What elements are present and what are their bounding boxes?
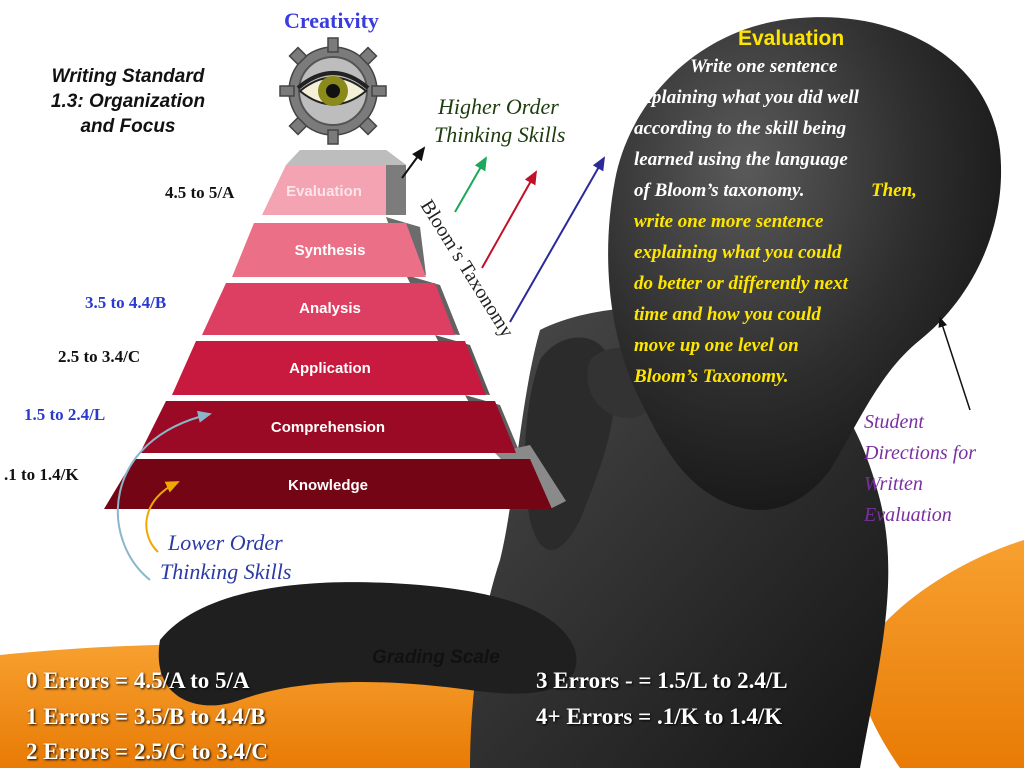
level-label-synthesis: Synthesis — [295, 242, 366, 259]
creativity-label: Creativity — [284, 8, 379, 33]
figure-head — [608, 17, 1002, 510]
pyramid-level-analysis — [202, 283, 455, 335]
creativity-eye-icon — [279, 37, 387, 145]
evaluation-line-5: of Bloom’s taxonomy. — [634, 180, 805, 201]
evaluation-line-10: move up one level on — [634, 335, 799, 356]
pyramid-cap — [286, 150, 406, 165]
figure-forearm — [158, 582, 577, 706]
level-label-comprehension: Comprehension — [271, 419, 385, 436]
writing-standard-line1: Writing Standard — [51, 66, 205, 87]
evaluation-line-6: write one more sentence — [634, 211, 824, 232]
pyramid-level-application — [172, 341, 486, 395]
evaluation-heading: Evaluation — [738, 27, 845, 50]
evaluation-line-4: learned using the language — [634, 149, 848, 170]
level-label-analysis: Analysis — [299, 300, 361, 317]
evaluation-line-then: Then, — [871, 180, 917, 201]
evaluation-line-8: do better or differently next — [634, 273, 848, 294]
evaluation-line-7: explaining what you could — [634, 242, 842, 263]
pyramid-level-evaluation — [262, 165, 386, 215]
grade-label-c: 2.5 to 3.4/C — [58, 347, 141, 366]
grade-label-a: 4.5 to 5/A — [165, 183, 235, 202]
grading-scale-item-2: 2 Errors = 2.5/C to 3.4/C — [26, 739, 269, 764]
higher-order-line2: Thinking Skills — [434, 122, 566, 147]
pyramid-level-comprehension — [140, 401, 516, 453]
pyramid-level-knowledge — [104, 459, 552, 509]
taxonomy-label-container: Bloom’s Taxonomy — [416, 196, 518, 341]
evaluation-line-11: Bloom’s Taxonomy. — [634, 366, 789, 387]
grading-scale-item-3: 3 Errors - = 1.5/L to 2.4/L — [536, 668, 788, 693]
grade-label-k: .1 to 1.4/K — [4, 465, 79, 484]
lower-order-line1: Lower Order — [168, 530, 283, 555]
student-directions-line3: Written — [864, 473, 923, 495]
grade-label-b: 3.5 to 4.4/B — [85, 293, 167, 312]
arrow-green — [454, 156, 487, 213]
level-label-knowledge: Knowledge — [288, 477, 368, 494]
writing-standard-line2: 1.3: Organization — [50, 91, 206, 112]
blooms-pyramid: Evaluation Synthesis Analysis Applicatio… — [104, 150, 566, 509]
grade-label-l: 1.5 to 2.4/L — [24, 405, 106, 424]
grading-scale-item-1: 1 Errors = 3.5/B to 4.4/B — [26, 704, 266, 729]
grading-scale-item-0: 0 Errors = 4.5/A to 5/A — [26, 668, 250, 693]
higher-order-line1: Higher Order — [438, 94, 559, 119]
student-directions-line4: Evaluation — [864, 504, 952, 526]
writing-standard-line3: and Focus — [80, 116, 176, 137]
grading-scale-title: Grading Scale — [372, 647, 500, 668]
pyramid-side-1 — [386, 150, 406, 215]
arrow-lightblue-curve — [116, 410, 212, 581]
arrow-yellow-curve — [145, 481, 180, 553]
evaluation-line-9: time and how you could — [634, 304, 821, 325]
level-label-application: Application — [289, 360, 371, 377]
lower-order-line2: Thinking Skills — [160, 559, 292, 584]
evaluation-line-1: Write one sentence — [690, 56, 838, 77]
student-directions-line2: Directions for — [864, 442, 977, 464]
pyramid-level-synthesis — [232, 223, 426, 277]
evaluation-line-3: according to the skill being — [634, 118, 847, 139]
grading-scale-item-4: 4+ Errors = .1/K to 1.4/K — [536, 704, 783, 729]
arrow-black — [401, 146, 426, 179]
student-directions-line1: Student — [864, 411, 924, 433]
arrow-red — [481, 170, 537, 269]
arrow-blue — [509, 156, 605, 323]
orange-ribbon-right — [860, 540, 1024, 768]
evaluation-line-2: explaining what you did well — [634, 87, 859, 108]
arrow-directions — [938, 316, 971, 411]
level-label-evaluation: Evaluation — [286, 183, 362, 200]
